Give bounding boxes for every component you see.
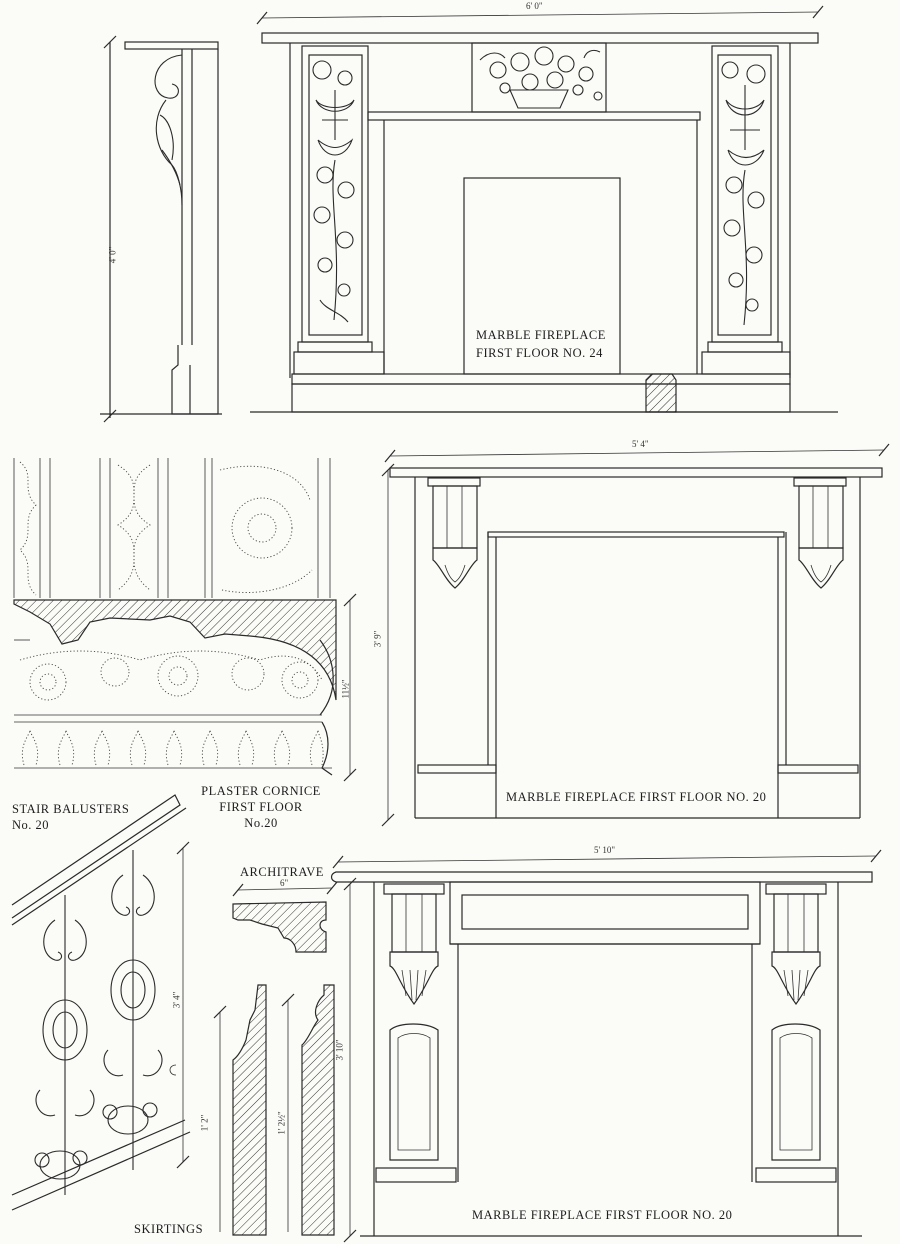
fireplace-no20-lower-height-dim: 3' 10"	[334, 1039, 345, 1061]
architrave-profile	[232, 881, 338, 953]
architrave-label: ARCHITRAVE	[240, 865, 324, 879]
fireplace-no24-width-dim: 6' 0"	[526, 1, 543, 11]
fireplace-no20-lower-label: MARBLE FIREPLACE FIRST FLOOR No. 20	[472, 1208, 733, 1222]
fireplace-no20-upper-width-dim: 5' 4"	[632, 439, 649, 449]
plaster-cornice-height-dim: 11½"	[340, 679, 351, 699]
fireplace-no20-upper-elevation	[381, 443, 890, 827]
fireplace-no24-elevation	[250, 5, 838, 413]
fireplace-no20-upper-height-dim: 3' 9"	[372, 630, 383, 648]
fireplace-no24-side-section	[100, 35, 222, 423]
plaster-cornice-label-line3: No.20	[244, 816, 278, 830]
fireplace-no20-lower-elevation	[330, 849, 882, 1243]
fireplace-no20-lower-width-dim: 5' 10"	[594, 845, 616, 855]
architrave-width-dim: 6"	[280, 878, 289, 888]
stair-balusters-height-dim: 3' 4"	[171, 991, 182, 1009]
stair-balusters-label-line1: STAIR BALUSTERS	[12, 802, 130, 816]
stair-balusters-drawing	[11, 794, 191, 1211]
skirtings-dim-right: 1' 2½"	[276, 1111, 287, 1135]
fireplace-no24-label-line2: FIRST FLOOR No. 24	[476, 346, 603, 360]
plaster-cornice-label-line2: FIRST FLOOR	[219, 800, 303, 814]
fireplace-no20-upper-label: MARBLE FIREPLACE FIRST FLOOR No. 20	[506, 790, 767, 804]
skirtings-label: SKIRTINGS	[134, 1222, 204, 1236]
fireplace-no24-label-line1: MARBLE FIREPLACE	[476, 328, 606, 342]
plaster-cornice-drawing	[13, 458, 357, 782]
fireplace-no24-height-dim: 4' 0"	[107, 246, 118, 264]
plaster-cornice-label-line1: PLASTER CORNICE	[201, 784, 321, 798]
skirtings-dim-left: 1' 2"	[199, 1114, 210, 1132]
stair-balusters-label-line2: No. 20	[12, 818, 50, 832]
skirtings-profiles	[213, 984, 335, 1236]
